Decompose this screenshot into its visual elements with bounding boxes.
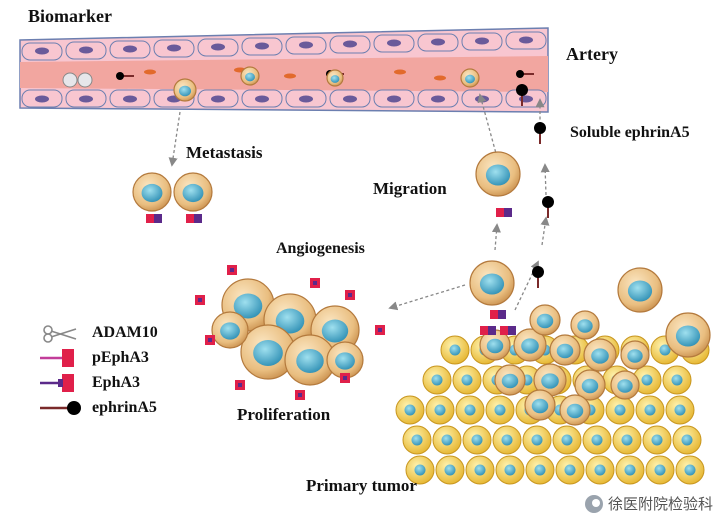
artery-label: Artery bbox=[566, 44, 618, 64]
legend-ephrina5: ephrinA5 bbox=[92, 399, 157, 416]
biomarker-label: Biomarker bbox=[28, 6, 112, 26]
watermark-text: 徐医附院检验科 bbox=[607, 495, 713, 513]
migration-label: Migration bbox=[373, 179, 447, 198]
artery-contents bbox=[62, 66, 534, 102]
pepha3-icon bbox=[40, 349, 74, 367]
soluble-ephrina5-molecules bbox=[516, 84, 554, 288]
artery bbox=[19, 27, 549, 113]
legend-icons bbox=[40, 325, 81, 415]
ephrina5-icon bbox=[40, 401, 81, 415]
legend-epha3: EphA3 bbox=[92, 374, 141, 391]
migrating-cells bbox=[132, 151, 521, 335]
watermark: 徐医附院检验科 bbox=[584, 493, 713, 514]
legend-adam10: ADAM10 bbox=[92, 324, 158, 341]
metastasis-label: Metastasis bbox=[186, 143, 263, 162]
epha3-icon bbox=[40, 374, 74, 392]
legend-pepha3: pEphA3 bbox=[92, 349, 149, 366]
angiogenesis-label: Angiogenesis bbox=[276, 240, 365, 257]
soluble-ephrina5-label: Soluble ephrinA5 bbox=[570, 124, 690, 141]
ephrina5-dot bbox=[516, 84, 528, 96]
proliferation-cluster bbox=[195, 265, 385, 400]
ephrina5-dot bbox=[534, 122, 546, 134]
primary-tumor-label: Primary tumor bbox=[306, 476, 417, 495]
scissors-icon bbox=[43, 325, 77, 343]
wechat-icon bbox=[584, 494, 603, 513]
primary-tumor-cluster bbox=[479, 267, 711, 426]
proliferation-label: Proliferation bbox=[237, 405, 331, 424]
ephrina5-dot bbox=[532, 266, 544, 278]
endothelial-row-top bbox=[21, 31, 547, 61]
ephrina5-dot bbox=[542, 196, 554, 208]
